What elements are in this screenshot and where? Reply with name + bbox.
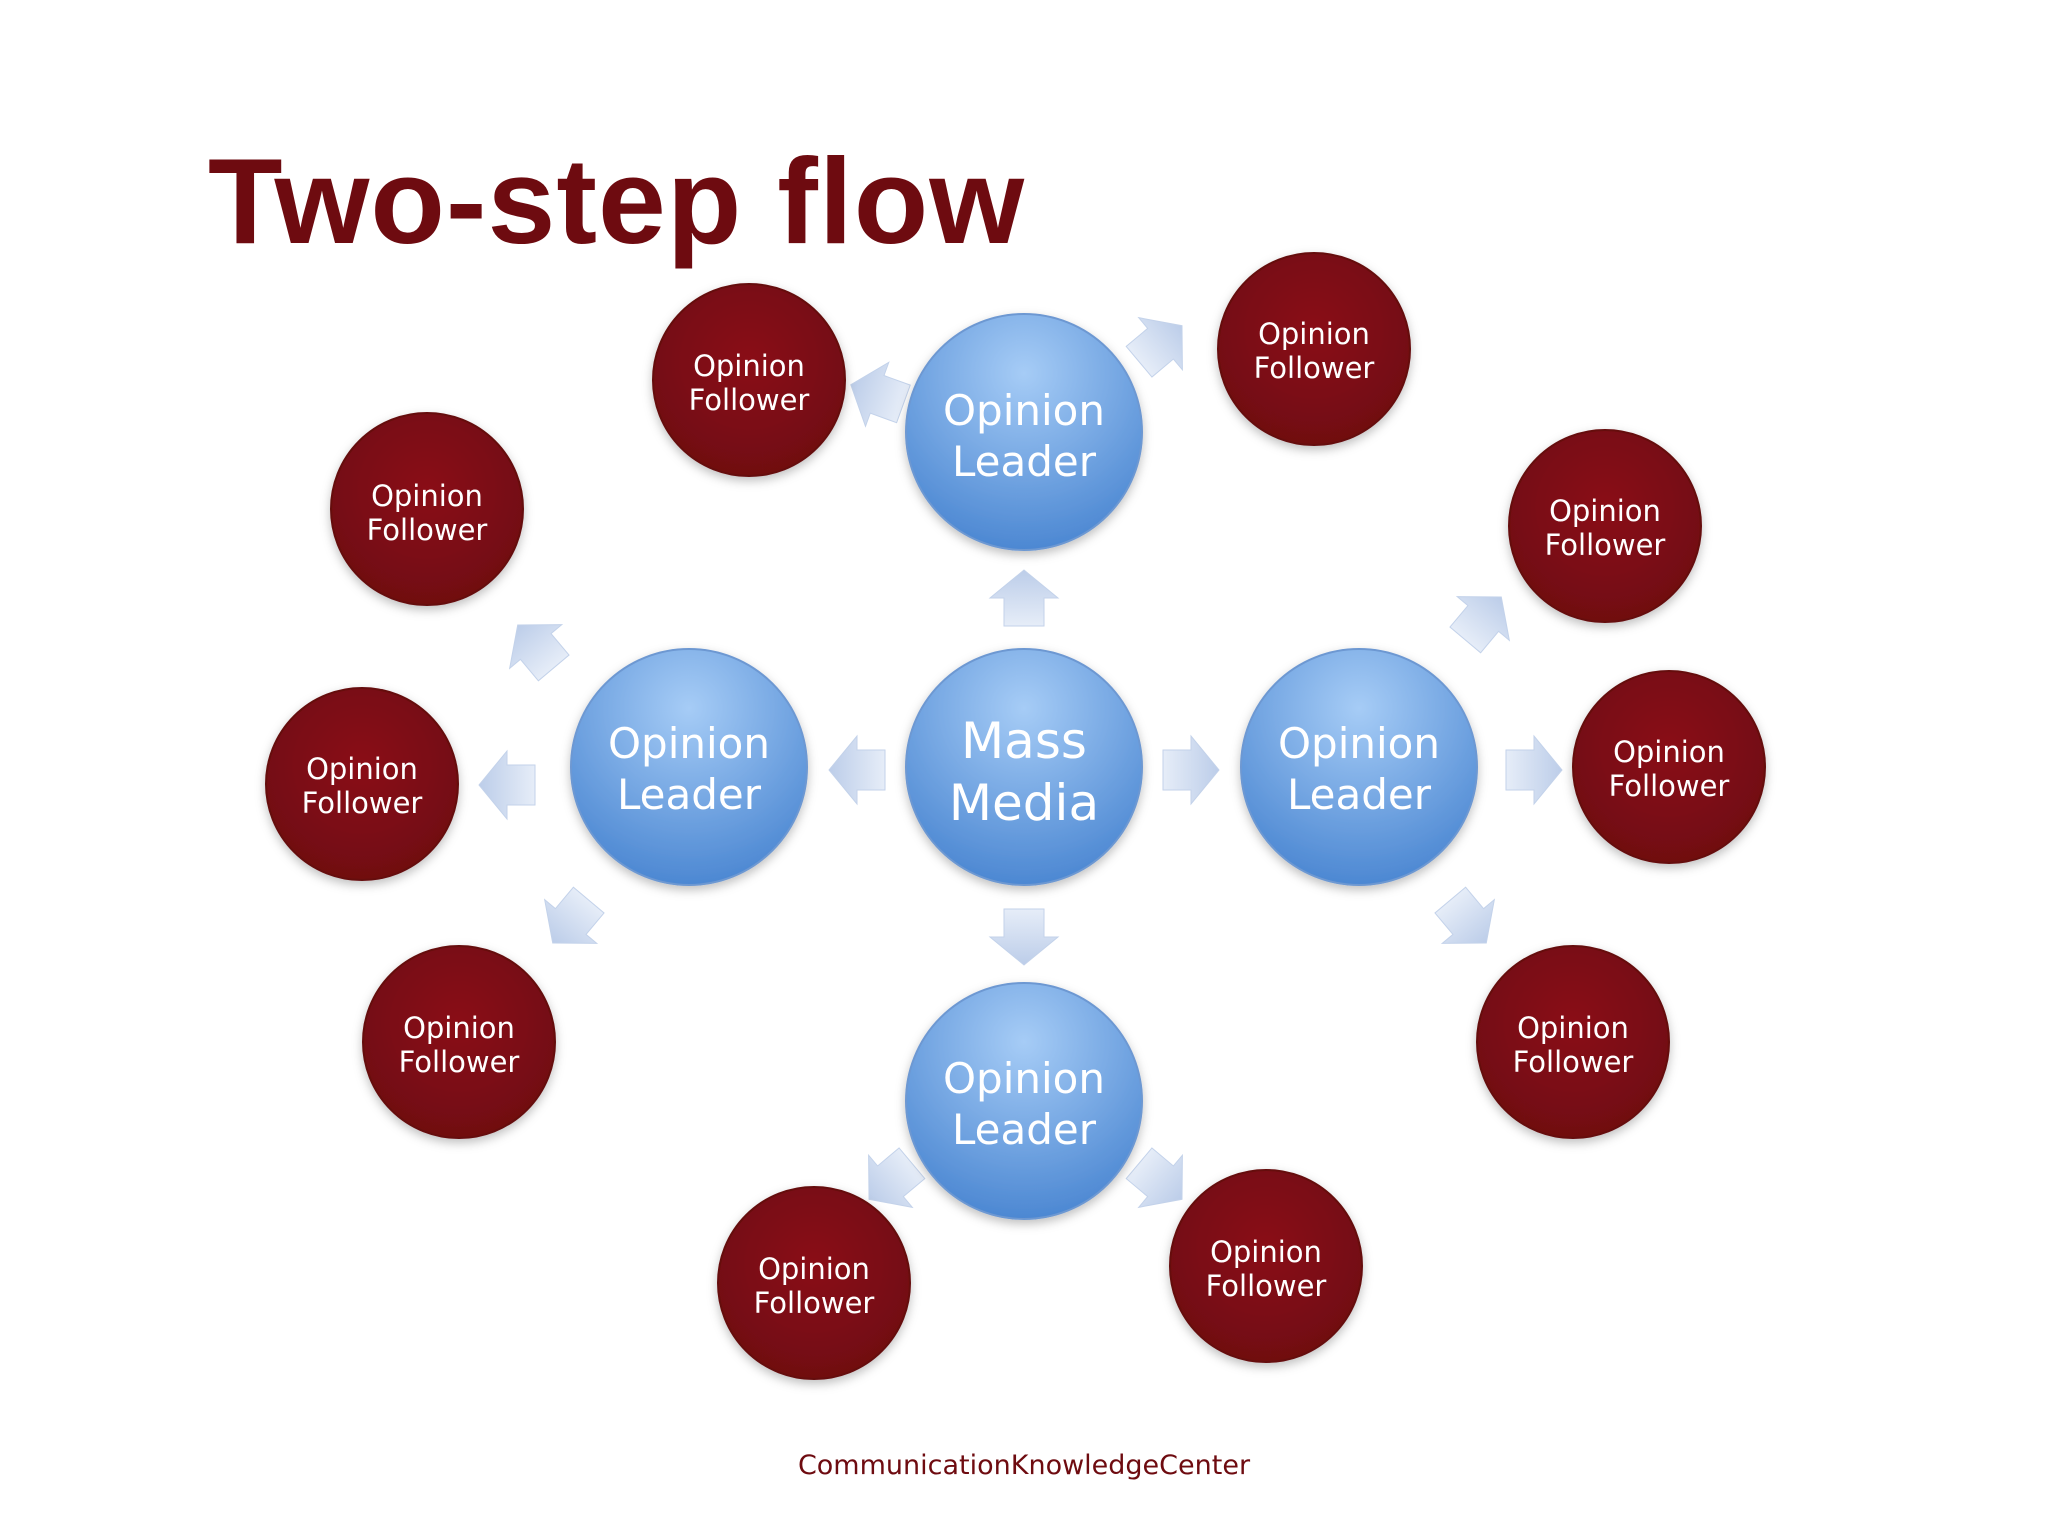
opinion-follower-left-upper: Opinion Follower xyxy=(330,412,524,606)
arrow-right-leader-to-follower-middle xyxy=(1505,734,1563,806)
arrow-media-to-right-leader xyxy=(1162,734,1220,806)
opinion-follower-left-middle: Opinion Follower xyxy=(265,687,459,881)
arrow-top-leader-to-follower-left xyxy=(850,361,911,428)
opinion-follower-label-line1: Opinion xyxy=(1258,317,1370,351)
opinion-leader-right-label-line1: Opinion xyxy=(1278,719,1440,768)
flow-arrows xyxy=(478,316,1563,1209)
opinion-follower-label-line2: Follower xyxy=(754,1286,875,1320)
opinion-follower-label-line2: Follower xyxy=(399,1045,520,1079)
arrow-media-to-left-leader xyxy=(828,734,886,806)
opinion-follower-label-line2: Follower xyxy=(689,383,810,417)
opinion-follower-label-line2: Follower xyxy=(1513,1045,1634,1079)
source-credit: CommunicationKnowledgeCenter xyxy=(797,1450,1251,1481)
opinion-follower-label-line1: Opinion xyxy=(1613,735,1725,769)
opinion-leader-right-label-line2: Leader xyxy=(1287,770,1432,819)
arrow-right-leader-to-follower-top xyxy=(1449,596,1511,654)
opinion-follower-label-line2: Follower xyxy=(1609,769,1730,803)
opinion-leader-bottom: Opinion Leader xyxy=(905,982,1143,1220)
arrow-media-to-bottom-leader xyxy=(988,908,1060,966)
opinion-follower-label-line2: Follower xyxy=(1254,351,1375,385)
opinion-follower-label-line1: Opinion xyxy=(1549,494,1661,528)
opinion-follower-label-line2: Follower xyxy=(1206,1269,1327,1303)
opinion-follower-label-line2: Follower xyxy=(1545,528,1666,562)
opinion-follower-label-line2: Follower xyxy=(367,513,488,547)
opinion-follower-label-line1: Opinion xyxy=(306,752,418,786)
opinion-follower-label-line1: Opinion xyxy=(758,1252,870,1286)
opinion-follower-right-middle: Opinion Follower xyxy=(1572,670,1766,864)
opinion-leader-right: Opinion Leader xyxy=(1240,648,1478,886)
opinion-follower-left-lower: Opinion Follower xyxy=(362,945,556,1139)
opinion-follower-label-line1: Opinion xyxy=(403,1011,515,1045)
arrow-bottom-leader-to-follower-right xyxy=(1125,1147,1183,1209)
mass-media-node: Mass Media xyxy=(905,648,1143,886)
opinion-leader-bottom-label-line2: Leader xyxy=(952,1105,1097,1154)
opinion-leader-top: Opinion Leader xyxy=(905,313,1143,551)
arrow-media-to-top-leader xyxy=(988,569,1060,627)
opinion-follower-label-line2: Follower xyxy=(302,786,423,820)
opinion-leader-top-label-line2: Leader xyxy=(952,437,1097,486)
arrow-left-leader-to-follower-middle xyxy=(478,749,536,821)
arrow-left-leader-to-follower-lower xyxy=(543,886,605,944)
mass-media-label-line2: Media xyxy=(949,774,1099,832)
opinion-follower-right-top: Opinion Follower xyxy=(1508,429,1702,623)
diagram-title: Two-step flow xyxy=(208,133,1026,269)
mass-media-label-line1: Mass xyxy=(961,712,1087,770)
opinion-follower-label-line1: Opinion xyxy=(371,479,483,513)
arrow-right-leader-to-follower-lower xyxy=(1434,886,1496,944)
opinion-leader-top-label-line1: Opinion xyxy=(943,386,1105,435)
opinion-follower-label-line1: Opinion xyxy=(693,349,805,383)
opinion-follower-top-right: Opinion Follower xyxy=(1217,252,1411,446)
opinion-follower-bottom-left: Opinion Follower xyxy=(717,1186,911,1380)
opinion-follower-bottom-right: Opinion Follower xyxy=(1169,1169,1363,1363)
opinion-leader-left-label-line1: Opinion xyxy=(608,719,770,768)
opinion-leader-bottom-label-line1: Opinion xyxy=(943,1054,1105,1103)
opinion-follower-label-line1: Opinion xyxy=(1517,1011,1629,1045)
opinion-follower-right-lower: Opinion Follower xyxy=(1476,945,1670,1139)
opinion-leader-left: Opinion Leader xyxy=(570,648,808,886)
arrow-left-leader-to-follower-upper xyxy=(508,624,570,682)
arrow-bottom-leader-to-follower-left xyxy=(868,1147,926,1209)
opinion-leader-left-label-line2: Leader xyxy=(617,770,762,819)
opinion-follower-label-line1: Opinion xyxy=(1210,1235,1322,1269)
arrow-top-leader-to-follower-right xyxy=(1125,316,1183,378)
opinion-follower-top-left: Opinion Follower xyxy=(652,283,846,477)
